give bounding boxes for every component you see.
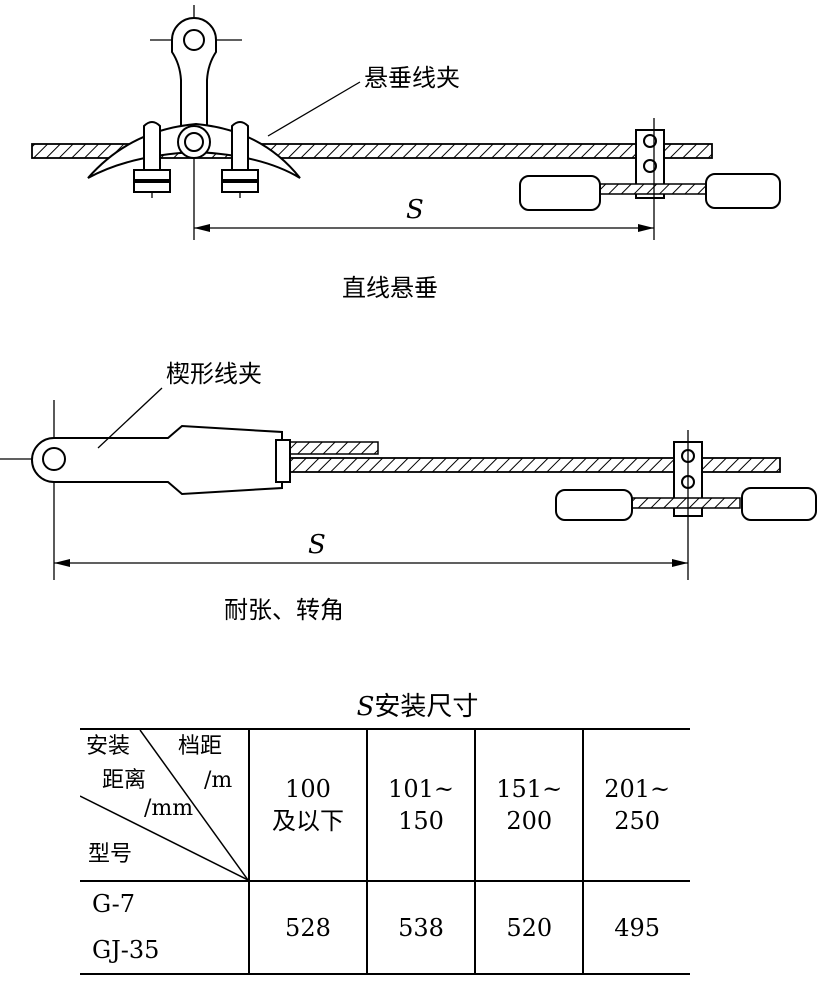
bottom-view: 楔形线夹 S 耐张、转角 bbox=[0, 360, 817, 624]
value-cell: 538 bbox=[365, 881, 476, 976]
table-title-text: 安装尺寸 bbox=[374, 692, 479, 722]
value-cell: 495 bbox=[582, 881, 690, 976]
corner-distance-unit: /mm bbox=[144, 796, 194, 821]
top-dimension-s: S bbox=[406, 195, 424, 225]
table-corner-cell: 安装 档距 /m 距离 /mm 型号 bbox=[80, 728, 249, 882]
wedge-clamp-label: 楔形线夹 bbox=[166, 360, 262, 388]
wedge-clamp-body bbox=[31, 424, 283, 496]
table-title: S安装尺寸 bbox=[0, 686, 835, 723]
corner-span: 档距 bbox=[178, 734, 223, 759]
bottom-cable bbox=[289, 457, 781, 473]
top-caption: 直线悬垂 bbox=[342, 274, 438, 302]
corner-span-unit: /m bbox=[204, 768, 233, 793]
top-view: 悬垂线夹 S 直线悬垂 bbox=[31, 5, 781, 302]
top-damper bbox=[519, 118, 781, 240]
suspension-clamp-label: 悬垂线夹 bbox=[364, 64, 460, 92]
col-header-2: 101~150 bbox=[365, 728, 476, 882]
col-header-4: 201~250 bbox=[582, 728, 690, 882]
value-cell: 528 bbox=[248, 881, 367, 976]
table-title-var: S bbox=[356, 692, 375, 722]
bottom-dimension-s: S bbox=[308, 530, 326, 560]
value-cell: 520 bbox=[474, 881, 584, 976]
bottom-caption: 耐张、转角 bbox=[224, 596, 344, 624]
suspension-hanger bbox=[171, 17, 217, 131]
corner-install: 安装 bbox=[86, 734, 131, 759]
bottom-damper bbox=[555, 430, 817, 580]
corner-distance: 距离 bbox=[102, 768, 147, 793]
col-header-3: 151~200 bbox=[474, 728, 584, 882]
corner-model: 型号 bbox=[88, 842, 133, 867]
